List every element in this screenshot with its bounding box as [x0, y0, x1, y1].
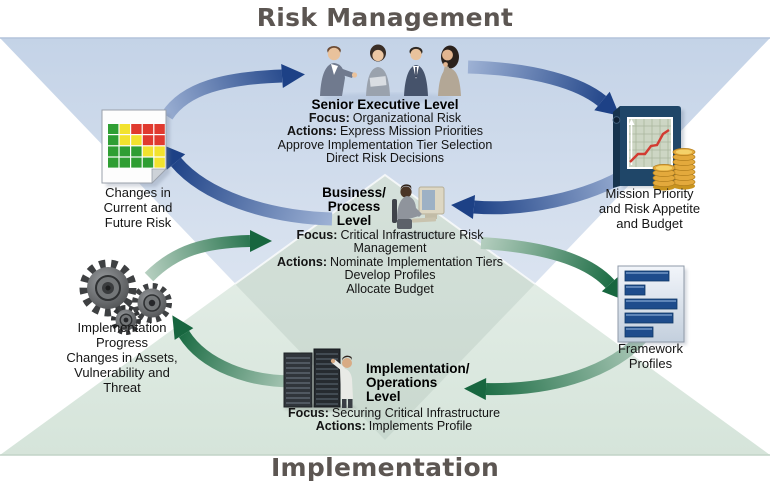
- changes-risk-label: Changes in Current and Future Risk: [103, 185, 173, 230]
- senior-line4: Direct Risk Decisions: [325, 151, 445, 166]
- operations-level-body: Focus:Securing Critical Infrastructure A…: [244, 406, 544, 434]
- business-line4: Develop Profiles: [344, 268, 436, 283]
- senior-line3: Approve Implementation Tier Selection: [277, 137, 493, 152]
- gears-icon: [79, 259, 172, 335]
- heatmap-document-icon: [101, 109, 170, 187]
- arrow-executive-to-mission: [467, 60, 620, 116]
- business-focus-line2: Management: [353, 241, 427, 256]
- operations-focus-line: Focus:Securing Critical Infrastructure: [287, 406, 501, 420]
- business-focus-line: Focus:Critical Infrastructure Risk: [296, 228, 484, 242]
- mission-priority-label: Mission Priority and Risk Appetite and B…: [598, 186, 701, 231]
- server-racks-icon: [283, 348, 356, 412]
- gear-small: [111, 305, 141, 335]
- business-level-body: Focus:Critical Infrastructure Risk Manag…: [240, 228, 540, 296]
- arrow-changes-to-executive: [161, 64, 305, 120]
- business-line5: Allocate Budget: [346, 281, 434, 296]
- person-at-computer-icon: [392, 184, 447, 239]
- profile-bars: [624, 270, 678, 338]
- risk-heatmap-grid: [108, 124, 165, 168]
- senior-actions-line: Actions:Express Mission Priorities: [286, 124, 484, 139]
- implementation-progress-label: Implementation Progress Changes in Asset…: [66, 320, 178, 395]
- page-title-risk-management: Risk Management: [256, 3, 514, 32]
- senior-level-title: Senior Executive Level: [311, 97, 459, 112]
- business-actions-line: Actions:Nominate Implementation Tiers: [277, 254, 503, 269]
- arrow-progress-to-business: [144, 230, 272, 282]
- operations-level-title: Implementation/ Operations Level: [366, 361, 470, 404]
- page-title-implementation: Implementation: [270, 453, 500, 482]
- framework-profiles-icon: [617, 265, 687, 345]
- senior-focus-line: Focus:Organizational Risk: [308, 111, 462, 125]
- executives-group-icon: [320, 44, 461, 103]
- gear-medium: [132, 283, 172, 323]
- senior-executive-block: Senior Executive Level Focus:Organizatio…: [235, 98, 535, 166]
- operations-actions-line: Actions:Implements Profile: [315, 419, 473, 434]
- gear-large: [79, 259, 137, 317]
- gold-coins-icon: [652, 148, 696, 191]
- mission-binder-icon: [612, 106, 696, 191]
- framework-profiles-label: Framework Profiles: [617, 341, 683, 371]
- business-level-title: Business/ Process Level: [322, 185, 386, 228]
- implementation-triangle: [0, 175, 770, 456]
